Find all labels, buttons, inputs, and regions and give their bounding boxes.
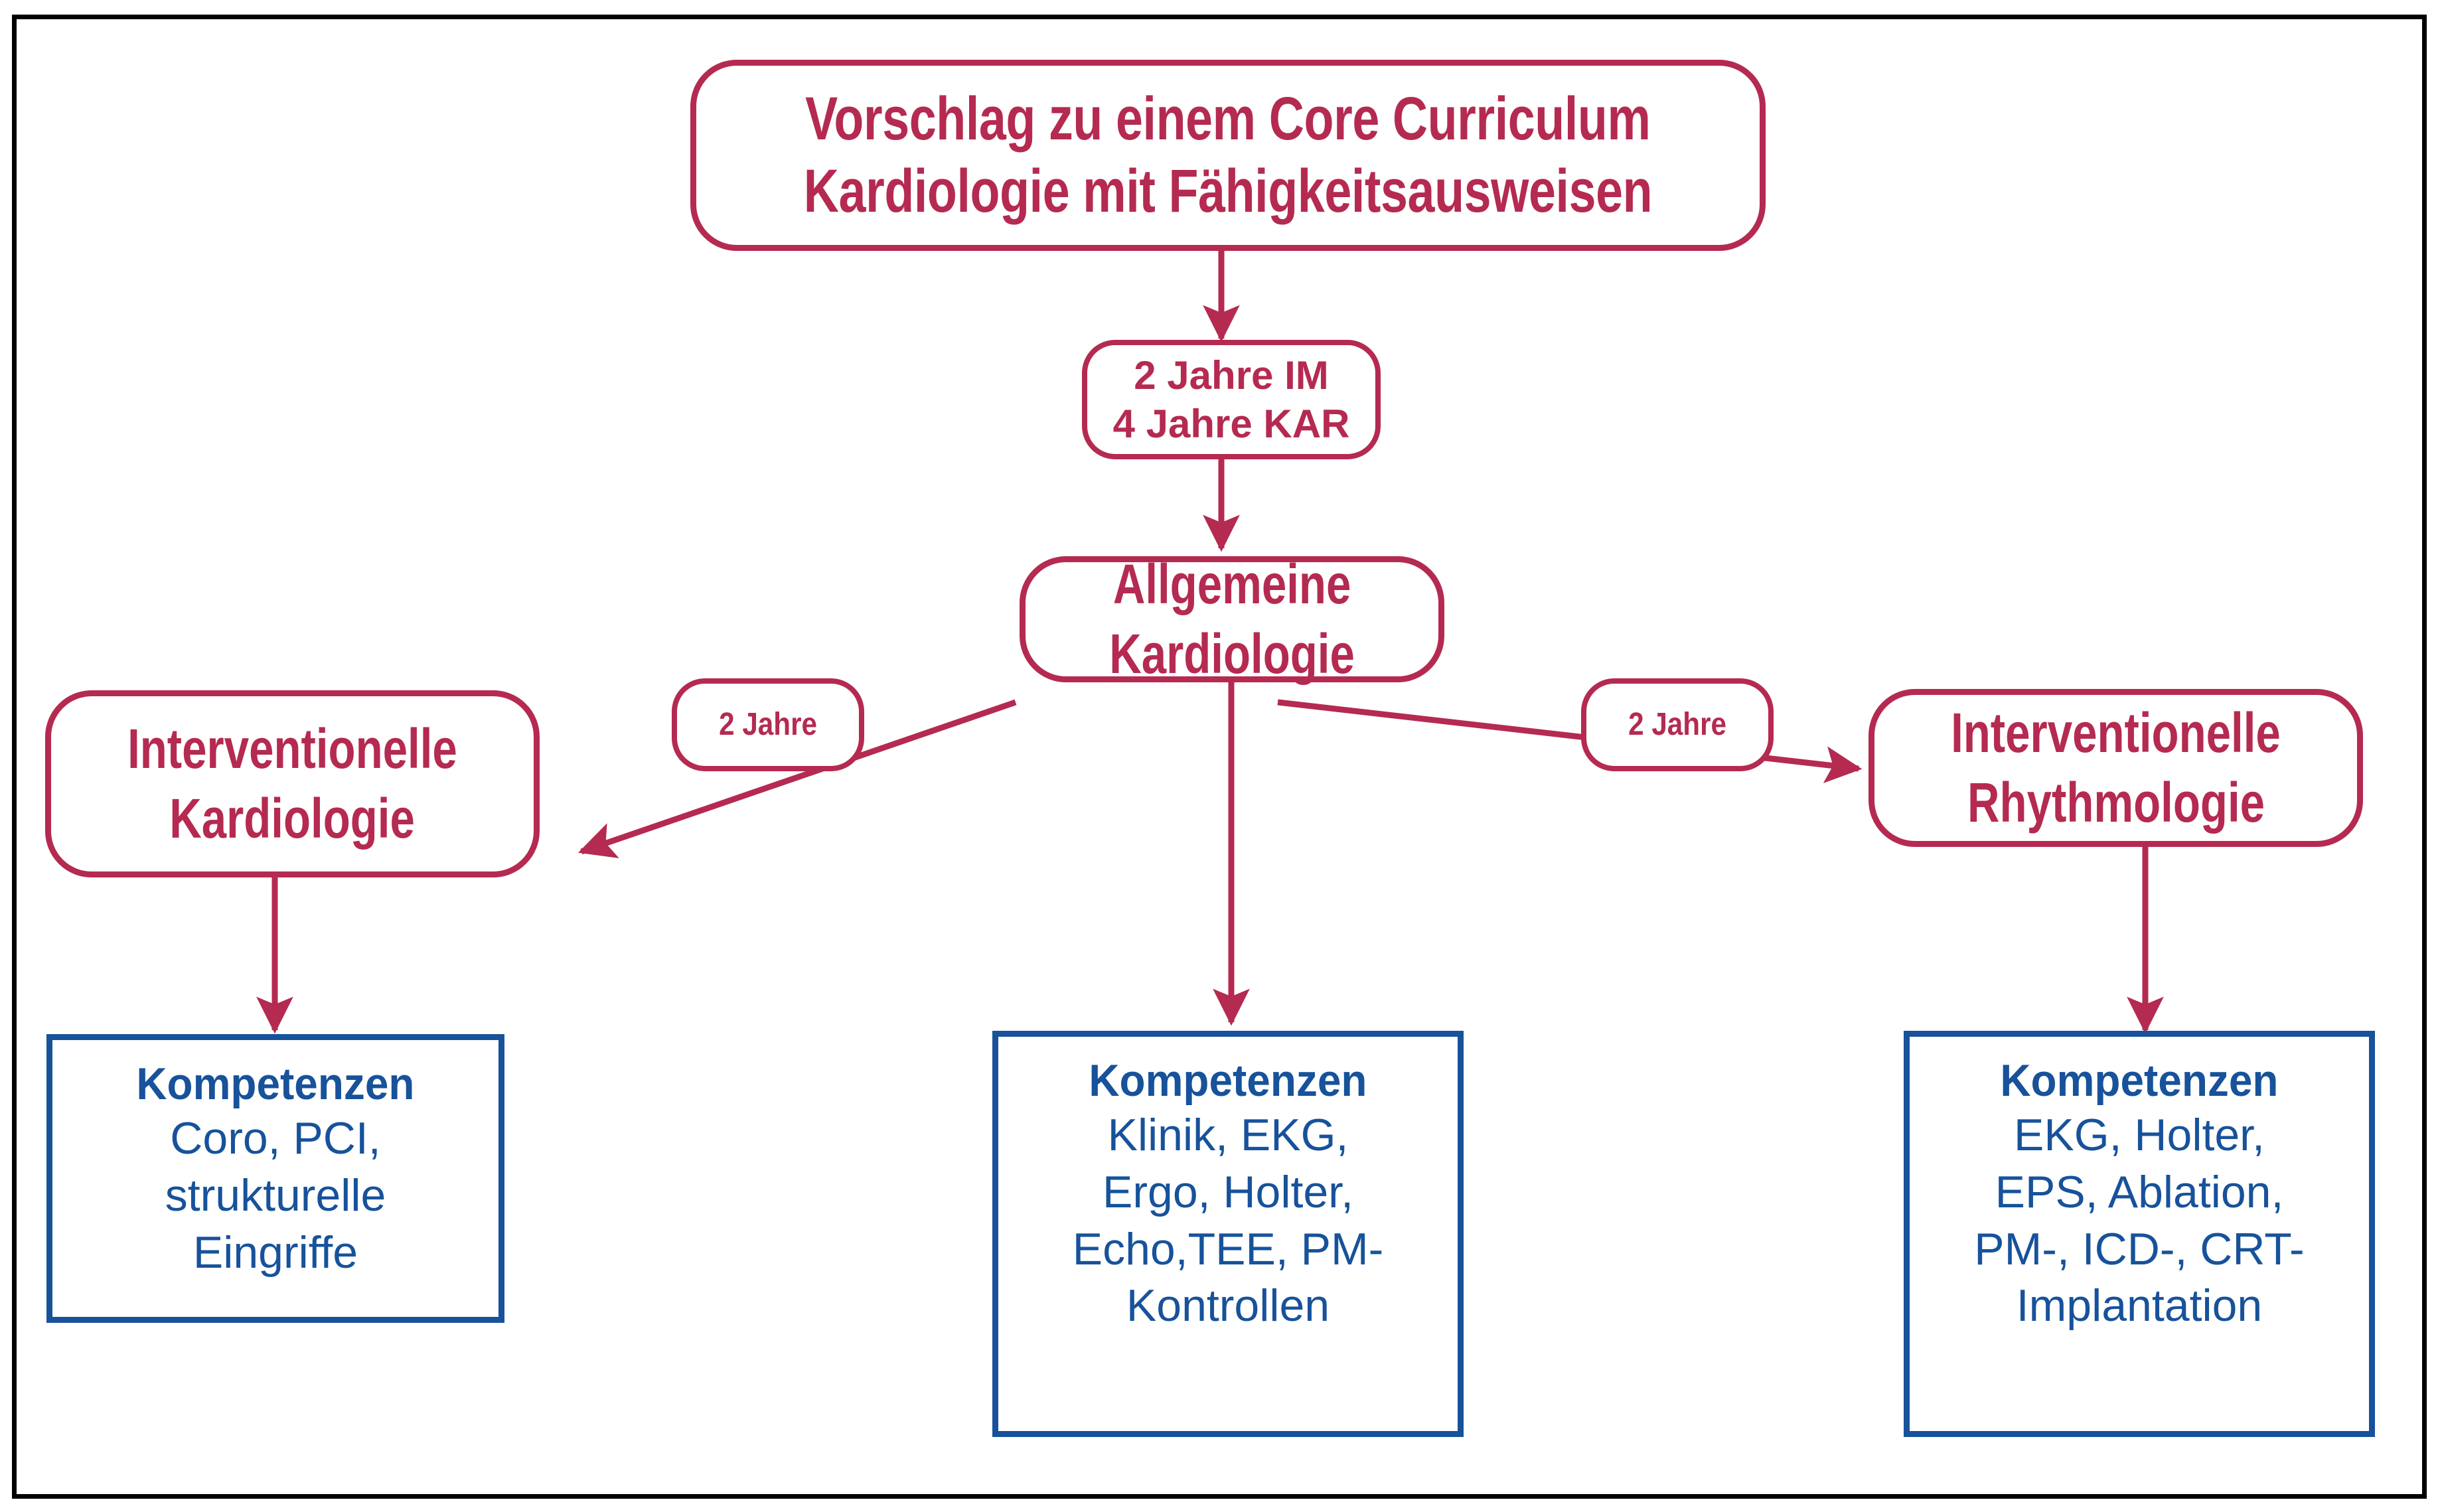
competency-right-line-2: EPS, Ablation, (1995, 1166, 2284, 1217)
competency-left-line-2: strukturelle (165, 1170, 386, 1221)
node-interventional-cardiology-line-1: Interventionelle (127, 718, 457, 780)
node-interventional-rhythmology-line-1: Interventionelle (1951, 702, 2281, 764)
competency-right-line-1: EKG, Holter, (2014, 1110, 2265, 1161)
competency-middle-line-3: Echo,TEE, PM- (1072, 1223, 1384, 1274)
competency-box-interventional-cardiology[interactable]: Kompetenzen Coro, PCI, strukturelle Eing… (46, 1034, 504, 1323)
node-interventional-cardiology[interactable]: Interventionelle Kardiologie (45, 690, 540, 877)
node-general-cardiology[interactable]: Allgemeine Kardiologie (1020, 553, 1444, 685)
node-interventional-cardiology-line-2: Kardiologie (169, 787, 416, 850)
diagram-frame (12, 15, 2427, 1499)
competency-right-line-3: PM-, ICD-, CRT- (1974, 1223, 2305, 1274)
tag-right-duration-label: 2 Jahre (1628, 707, 1726, 742)
tag-left-duration[interactable]: 2 Jahre (672, 678, 864, 771)
competency-body-right: EKG, Holter, EPS, Ablation, PM-, ICD-, C… (1974, 1107, 2304, 1335)
competency-body-middle: Klinik, EKG, Ergo, Holter, Echo,TEE, PM-… (1073, 1107, 1384, 1335)
competency-body-left: Coro, PCI, strukturelle Eingriffe (165, 1110, 386, 1281)
node-duration-line-2: 4 Jahre KAR (1112, 402, 1350, 446)
competency-middle-line-1: Klinik, EKG, (1107, 1110, 1349, 1161)
node-interventional-rhythmology-line-2: Rhythmologie (1967, 771, 2265, 834)
competency-heading-right: Kompetenzen (2000, 1055, 2279, 1106)
competency-middle-line-4: Kontrollen (1126, 1280, 1330, 1331)
node-title-line-1: Vorschlag zu einem Core Curriculum (805, 85, 1651, 153)
competency-right-line-4: Implantation (2016, 1280, 2263, 1331)
node-general-cardiology-line-1: Allgemeine (1112, 553, 1351, 615)
node-duration-line-1: 2 Jahre IM (1134, 352, 1329, 398)
node-title-line-2: Kardiologie mit Fähigkeitsausweisen (803, 157, 1653, 225)
node-title[interactable]: Vorschlag zu einem Core Curriculum Kardi… (690, 60, 1766, 251)
node-interventional-rhythmology[interactable]: Interventionelle Rhythmologie (1868, 689, 2363, 847)
competency-heading-middle: Kompetenzen (1089, 1055, 1367, 1106)
competency-box-general-cardiology[interactable]: Kompetenzen Klinik, EKG, Ergo, Holter, E… (992, 1031, 1464, 1437)
competency-middle-line-2: Ergo, Holter, (1103, 1166, 1353, 1217)
tag-right-duration[interactable]: 2 Jahre (1581, 678, 1774, 771)
node-duration[interactable]: 2 Jahre IM 4 Jahre KAR (1082, 340, 1381, 459)
competency-left-line-1: Coro, PCI, (170, 1113, 381, 1164)
competency-box-interventional-rhythmology[interactable]: Kompetenzen EKG, Holter, EPS, Ablation, … (1904, 1031, 2375, 1437)
competency-heading-left: Kompetenzen (136, 1059, 415, 1109)
tag-left-duration-label: 2 Jahre (719, 707, 817, 742)
node-general-cardiology-line-2: Kardiologie (1109, 623, 1355, 685)
competency-left-line-3: Eingriffe (192, 1227, 358, 1278)
